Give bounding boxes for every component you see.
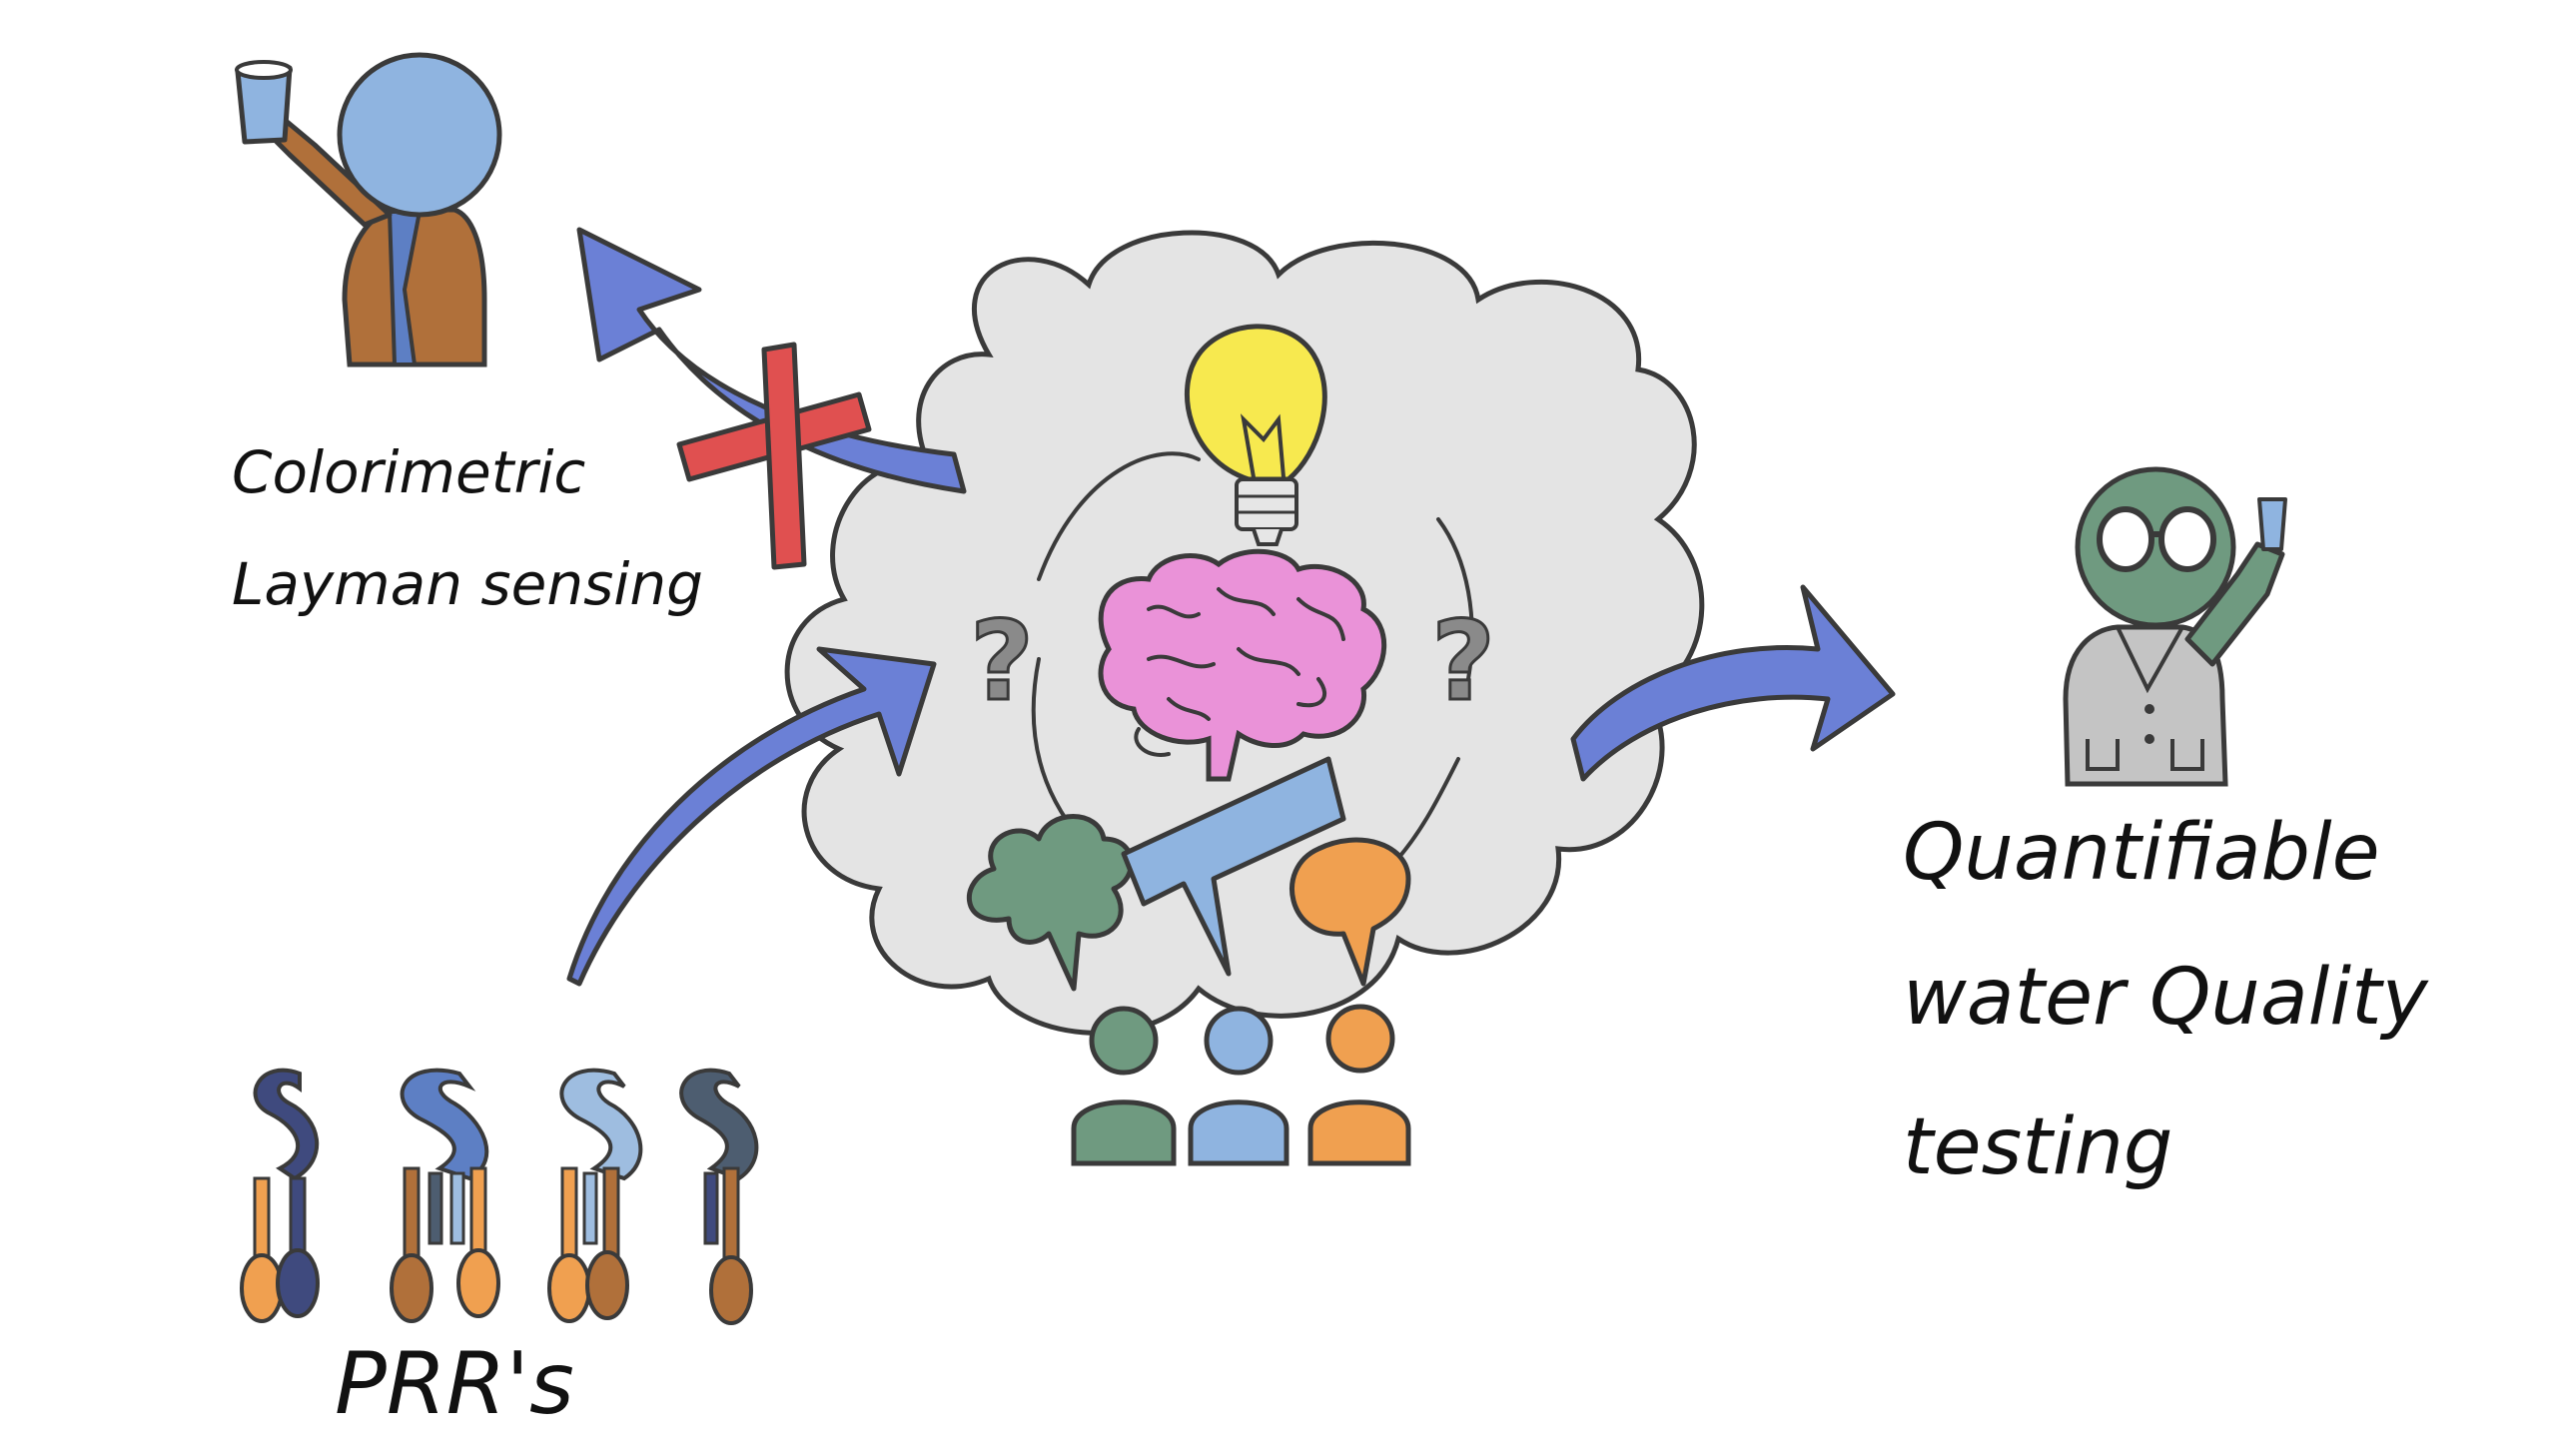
prr-stalk-fill xyxy=(703,1171,719,1245)
cloud-inner-arc xyxy=(1031,451,1474,871)
speech-bubble-orange xyxy=(1289,837,1411,987)
colorimetric-label-line2: Layman sensing xyxy=(232,550,703,618)
colorimetric-label-line1: Colorimetric xyxy=(232,438,585,506)
person-body xyxy=(1307,1099,1411,1166)
person-body xyxy=(1188,1099,1289,1166)
person-head xyxy=(1204,1006,1274,1076)
question-mark-icon: ? xyxy=(970,597,1034,725)
prr-stalk-fill xyxy=(582,1171,598,1245)
bulb-base xyxy=(1235,477,1298,531)
prr-receptor-icon xyxy=(240,1068,320,1323)
coat-button xyxy=(2145,704,2154,714)
speech-bubble-icon xyxy=(1289,837,1411,987)
prr-pod xyxy=(585,1250,629,1320)
bulb-glass xyxy=(1184,324,1327,482)
prr-stalk-fill xyxy=(449,1171,465,1245)
prr-pod xyxy=(276,1248,320,1318)
lab-coat-pockets xyxy=(2086,739,2204,771)
person-blue xyxy=(1188,1006,1289,1166)
speech-bubble-green xyxy=(967,814,1135,992)
prr-receptor-icon xyxy=(679,1068,759,1325)
question-mark-right: ? xyxy=(1430,596,1497,727)
vial-icon xyxy=(2257,497,2287,551)
prr-pod xyxy=(456,1248,500,1318)
red-cross-icon xyxy=(676,342,872,570)
prr-helix xyxy=(400,1068,489,1181)
prr-receptor-icon xyxy=(547,1068,643,1323)
prr-pod xyxy=(240,1253,284,1323)
people-group-icon xyxy=(1071,1004,1411,1166)
speech-bubble-icon xyxy=(967,814,1135,992)
bulb-base-threads xyxy=(1237,494,1296,514)
brain-icon xyxy=(1098,548,1387,782)
prr-helix xyxy=(679,1068,759,1181)
person-orange xyxy=(1307,1004,1411,1166)
quantifiable-label-line3: testing xyxy=(1903,1102,2172,1192)
brain-folds xyxy=(1134,587,1345,757)
prr-helix xyxy=(559,1068,643,1181)
lightbulb-icon xyxy=(1184,324,1327,546)
scientist-raised-arm xyxy=(2184,541,2285,667)
speech-bubble-blue xyxy=(1121,756,1346,977)
lab-coat-collar xyxy=(2116,626,2184,694)
bulb-filament xyxy=(1240,413,1286,478)
goggle-right xyxy=(2158,506,2216,572)
person-body xyxy=(1071,1099,1177,1166)
arrow-to-quantifiable xyxy=(1570,584,1896,782)
prr-pod xyxy=(390,1253,433,1323)
prr-pod xyxy=(709,1255,753,1325)
quantifiable-label-line2: water Quality xyxy=(1903,953,2430,1043)
goggle-left xyxy=(2097,506,2154,572)
prr-stalk-fill xyxy=(602,1166,620,1265)
person-body xyxy=(342,207,487,367)
bulb-tip xyxy=(1252,528,1284,546)
cross-bar-2 xyxy=(761,342,807,570)
person-head xyxy=(1325,1004,1395,1074)
curved-arrow-icon xyxy=(566,646,937,987)
person-holding-glass-icon xyxy=(235,52,502,367)
prr-label: PRR's xyxy=(335,1334,574,1434)
question-mark-icon: ? xyxy=(1431,597,1495,725)
prr-stalk-fill xyxy=(722,1166,740,1270)
prr-pod xyxy=(547,1253,591,1323)
question-mark-left: ? xyxy=(969,596,1036,727)
person-head xyxy=(337,52,502,218)
prr-receptor-icon xyxy=(390,1068,500,1323)
scientist-with-vial-icon xyxy=(2063,466,2287,787)
prr-stalk-fill xyxy=(428,1171,443,1245)
curved-arrow-icon xyxy=(1570,584,1896,782)
speech-bubble-icon xyxy=(1121,756,1346,977)
person-green xyxy=(1071,1006,1177,1166)
quantifiable-label-line1: Quantifiable xyxy=(1903,808,2380,898)
arrow-from-prr xyxy=(566,646,937,987)
prr-helix xyxy=(253,1068,320,1181)
glass-rim xyxy=(235,60,293,80)
person-head xyxy=(1089,1006,1159,1076)
prr-group xyxy=(240,1068,759,1325)
coat-button xyxy=(2145,734,2154,744)
